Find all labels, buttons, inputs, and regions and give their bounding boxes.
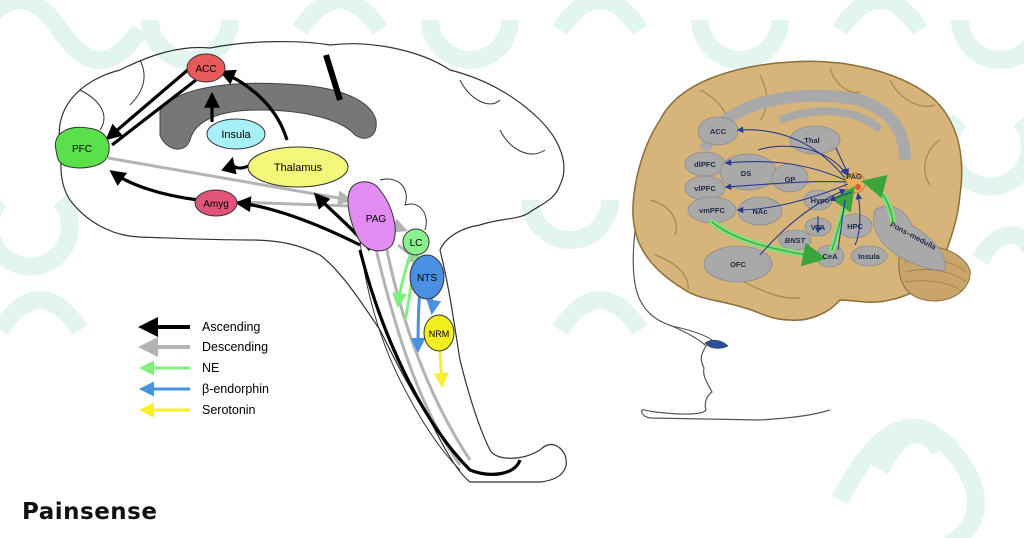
svg-text:Thalamus: Thalamus (274, 162, 323, 174)
svg-text:ACC: ACC (195, 64, 216, 75)
node-nts: NTS (409, 254, 445, 300)
label-hpc: HPC (847, 222, 863, 231)
legend: Ascending Descending NE β-endorphin Sero… (138, 317, 269, 418)
label-cea: CeA (822, 252, 838, 261)
left-diagram: ACC PFC Insula Thalamus Amyg PAG LC NTS (54, 40, 567, 483)
node-pag: PAG (347, 181, 396, 252)
node-nrm: NRM (423, 314, 455, 352)
label-vta: VTA (811, 223, 826, 232)
label-nac: NAc (752, 207, 767, 216)
legend-item-beta-endorphin: β-endorphin (139, 381, 269, 397)
region-thal (789, 125, 841, 155)
label-pag: PAG (846, 172, 862, 181)
label-bnst: BNST (785, 236, 807, 245)
label-ds: DS (741, 169, 751, 178)
svg-text:Serotonin: Serotonin (202, 403, 256, 417)
legend-item-serotonin: Serotonin (139, 402, 256, 418)
cingulate-arc (699, 89, 911, 161)
svg-text:Descending: Descending (202, 340, 268, 354)
node-amyg: Amyg (194, 189, 238, 217)
node-acc: ACC (186, 53, 226, 83)
legend-item-ascending: Ascending (138, 317, 260, 337)
svg-text:Insula: Insula (221, 129, 251, 141)
label-hypo: Hypo (811, 196, 830, 205)
corpus-callosum (159, 82, 377, 150)
svg-text:NTS: NTS (417, 273, 437, 284)
svg-text:NRM: NRM (429, 329, 450, 339)
node-insula: Insula (206, 118, 266, 150)
legend-item-ne: NE (139, 360, 219, 376)
label-gp: GP (785, 175, 796, 184)
brand-logo: Painsense (22, 499, 158, 525)
brain-outline-left (58, 40, 567, 483)
svg-text:PAG: PAG (366, 214, 387, 225)
svg-text:Amyg: Amyg (203, 199, 229, 210)
label-ofc: OFC (730, 260, 746, 269)
svg-text:Ascending: Ascending (202, 320, 260, 334)
svg-text:β-endorphin: β-endorphin (202, 382, 269, 396)
label-vlpfc: vlPFC (694, 184, 716, 193)
label-dlpfc: dlPFC (694, 160, 716, 169)
label-vmpfc: vmPFC (699, 206, 725, 215)
node-lc: LC (402, 228, 430, 256)
legend-item-descending: Descending (138, 337, 268, 357)
label-acc: ACC (710, 127, 727, 136)
region-insula (850, 245, 888, 267)
svg-text:PFC: PFC (72, 144, 92, 155)
svg-text:LC: LC (410, 238, 423, 249)
label-insula: Insula (858, 252, 881, 261)
node-thalamus: Thalamus (247, 146, 349, 188)
node-pfc: PFC (54, 126, 110, 169)
svg-text:NE: NE (202, 361, 219, 375)
label-thal: Thal (804, 136, 819, 145)
region-ofc (703, 245, 773, 283)
right-diagram: ACC Thal dlPFC vlPFC DS GP PAG Hypo vmPF… (632, 60, 971, 421)
